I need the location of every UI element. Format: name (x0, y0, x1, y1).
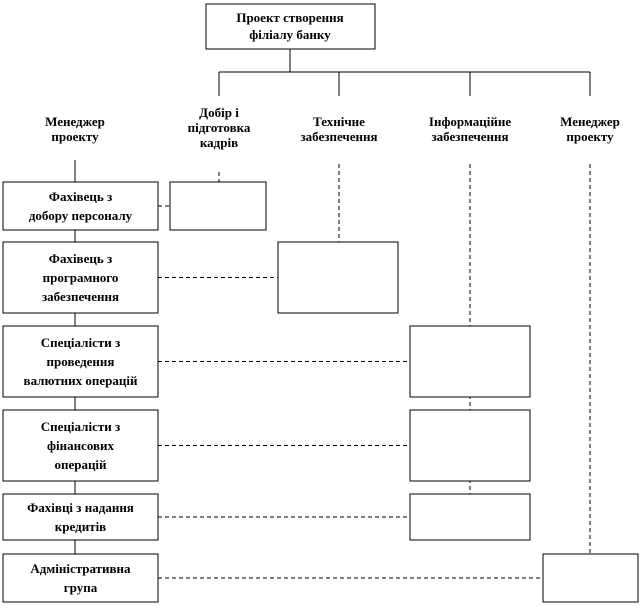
row-label-hr-specialist: Фахівець з добору персоналу (29, 189, 133, 223)
root-box (205, 3, 376, 50)
root-label: Проект створення філіалу банку (236, 10, 343, 42)
column-header-manager-left-line: проекту (51, 129, 99, 144)
column-header-info-line: забезпечення (431, 129, 508, 144)
column-box-manager-right-0 (542, 553, 639, 603)
row-label-currency-specialists-line: проведення (47, 354, 115, 369)
column-header-manager-right-line: Менеджер (560, 114, 620, 129)
root-label-line: Проект створення (236, 10, 343, 25)
column-header-hr-line: підготовка (188, 120, 251, 135)
row-label-hr-specialist-line: Фахівець з (49, 189, 112, 204)
column-header-info-line: Інформаційне (429, 114, 511, 129)
row-box-software-specialist (2, 241, 159, 314)
column-box-info-1 (409, 409, 531, 482)
column-header-manager-left-line: Менеджер (45, 114, 105, 129)
column-box-tech-0 (277, 241, 399, 314)
row-label-software-specialist-line: Фахівець з (49, 251, 112, 266)
row-label-finance-specialists-line: Спеціалісти з (41, 419, 120, 434)
row-label-currency-specialists-line: Спеціалісти з (41, 335, 120, 350)
row-label-software-specialist-line: забезпечення (42, 289, 119, 304)
row-label-software-specialist: Фахівець з програмного забезпечення (42, 251, 119, 304)
row-label-currency-specialists-line: валютних операцій (24, 373, 138, 388)
row-label-finance-specialists: Спеціалісти з фінансових операцій (41, 419, 120, 472)
root-label-line: філіалу банку (249, 27, 331, 42)
row-box-admin-group (2, 553, 159, 603)
row-label-finance-specialists-line: фінансових (47, 438, 115, 453)
row-box-finance-specialists (2, 409, 159, 482)
column-header-tech-line: забезпечення (300, 129, 377, 144)
column-header-manager-right-line: проекту (566, 129, 614, 144)
row-label-hr-specialist-line: добору персоналу (29, 208, 133, 223)
row-label-credit-specialists: Фахівці з надання кредитів (27, 500, 134, 534)
row-label-credit-specialists-line: кредитів (55, 519, 106, 534)
row-label-admin-group-line: група (64, 580, 98, 595)
row-box-hr-specialist (2, 181, 159, 231)
row-box-currency-specialists (2, 325, 159, 398)
row-label-admin-group-line: Адміністративна (30, 561, 131, 576)
column-header-hr-line: кадрів (200, 135, 238, 150)
row-label-currency-specialists: Спеціалісти з проведення валютних операцій (24, 335, 138, 388)
row-label-credit-specialists-line: Фахівці з надання (27, 500, 134, 515)
row-label-finance-specialists-line: операцій (54, 457, 107, 472)
row-label-software-specialist-line: програмного (43, 270, 119, 285)
row-box-credit-specialists (2, 493, 159, 541)
row-label-admin-group: Адміністративна група (30, 561, 131, 595)
column-box-info-2 (409, 493, 531, 541)
column-box-hr-0 (169, 181, 267, 231)
column-header-hr-line: Добір і (199, 105, 239, 120)
column-box-info-0 (409, 325, 531, 398)
column-header-tech-line: Технічне (313, 114, 365, 129)
